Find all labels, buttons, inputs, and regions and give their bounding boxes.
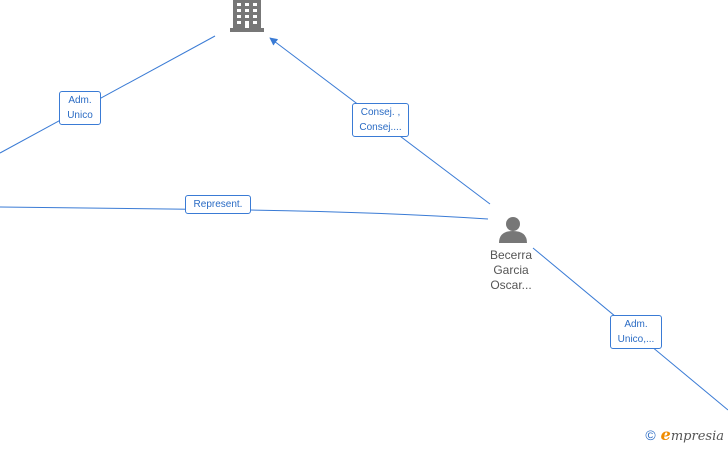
person-name-line: Becerra — [489, 248, 533, 262]
brand-logo: empresia — [661, 425, 724, 444]
edge-label-line: Adm. — [624, 319, 648, 330]
edge-label-consej[interactable]: Consej. , Consej.... — [352, 103, 409, 137]
person-node-label[interactable]: Becerra Garcia Oscar... — [471, 248, 551, 293]
edge-label-line: Unico — [67, 110, 93, 121]
person-name-line: Garcia — [493, 263, 529, 277]
edge-label-line: Adm. — [68, 95, 92, 106]
person-icon[interactable] — [499, 217, 527, 243]
edge-label-represent[interactable]: Represent. — [185, 195, 251, 214]
copyright-symbol: © — [645, 426, 656, 443]
empresia-watermark: © empresia — [645, 425, 724, 444]
edge-label-line: Represent. — [193, 199, 243, 210]
person-name-line: Oscar... — [490, 278, 532, 292]
edge-label-adm-unico-2[interactable]: Adm. Unico,... — [610, 315, 662, 349]
edge-label-line: Consej. , — [360, 107, 401, 118]
edge-line-adm-unico — [0, 35, 216, 154]
edge-line-represent — [0, 206, 489, 220]
building-icon[interactable] — [230, 0, 264, 32]
edge-label-line: Unico,... — [617, 334, 655, 345]
brand-initial: e — [660, 425, 671, 444]
edge-label-adm-unico[interactable]: Adm. Unico — [59, 91, 101, 125]
brand-rest: mpresia — [670, 429, 724, 444]
edge-label-line: Consej.... — [359, 122, 402, 133]
